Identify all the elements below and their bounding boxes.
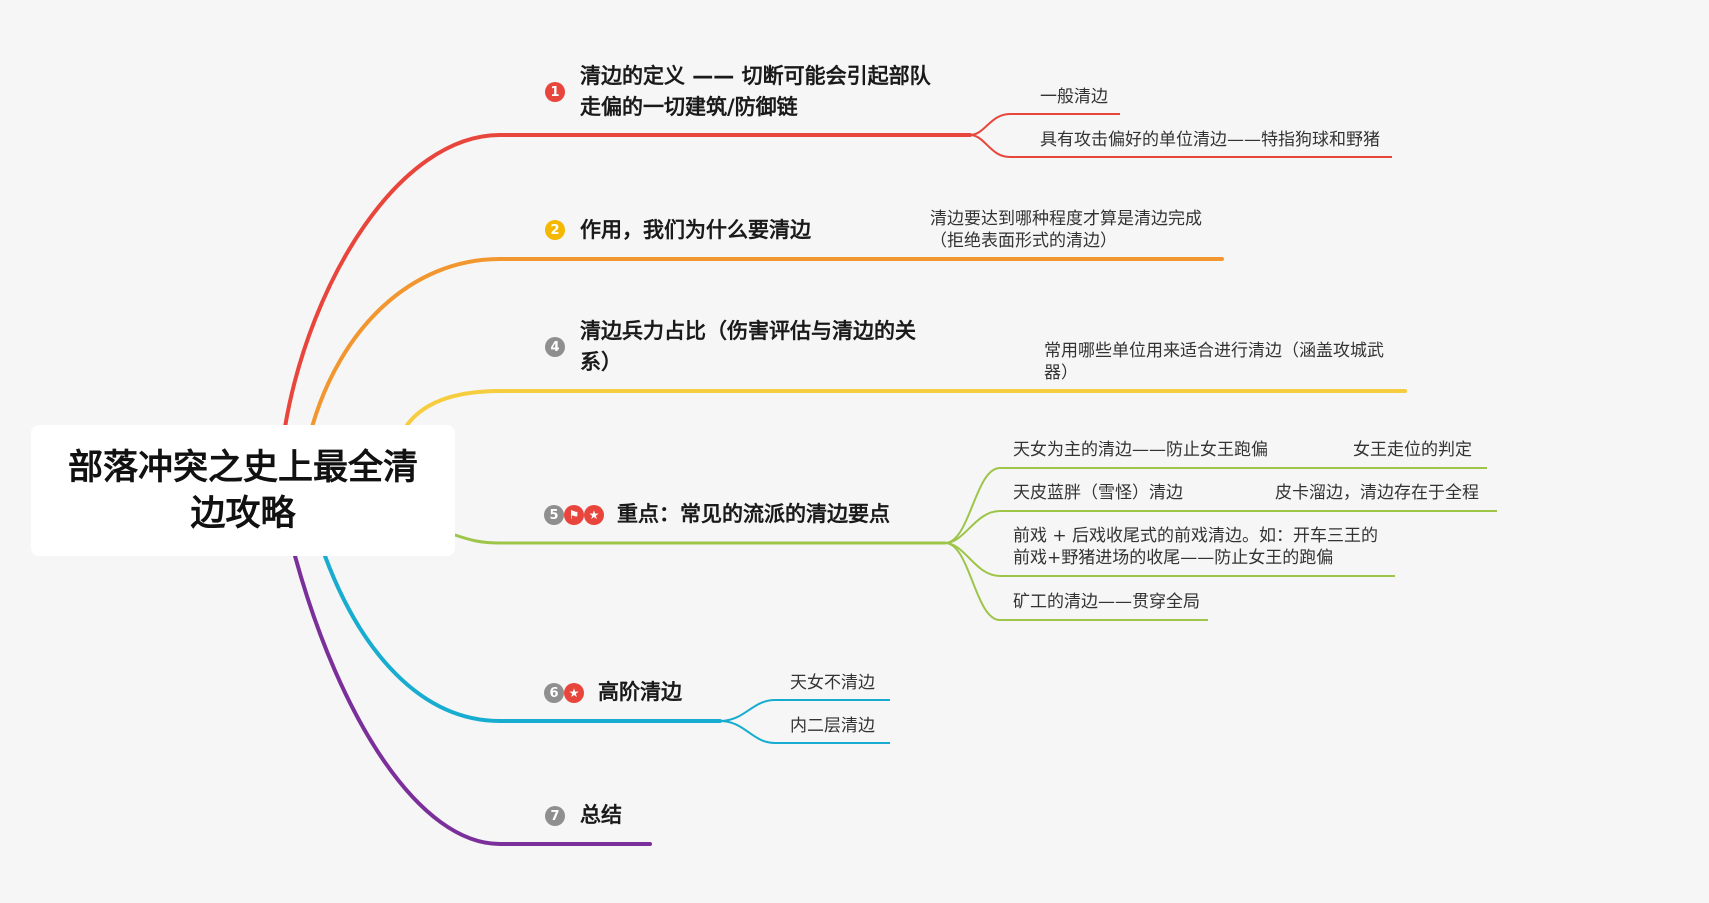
branch-5-child-1-sub[interactable]: 女王走位的判定 — [1353, 440, 1472, 460]
number-badge-4: 4 — [545, 337, 565, 357]
branch-6-child-1[interactable]: 天女不清边 — [790, 673, 875, 693]
branch-5-child-1[interactable]: 天女为主的清边——防止女王跑偏 — [1013, 440, 1268, 460]
branch-5-child-2[interactable]: 天皮蓝胖（雪怪）清边 — [1013, 483, 1183, 503]
branch-5-title[interactable]: 重点：常见的流派的清边要点 — [617, 502, 890, 526]
branch-4-child-1-line1: 常用哪些单位用来适合进行清边（涵盖攻城武 — [1044, 341, 1384, 361]
branch-2-connector — [310, 257, 1224, 429]
branch-5-child-2-connector — [944, 510, 1497, 544]
branch-4-title[interactable]: 清边兵力占比（伤害评估与清边的关 系） — [580, 316, 916, 378]
branch-5-connector — [453, 533, 947, 545]
branch-4-title-line2: 系） — [580, 350, 622, 374]
flag-icon: ⚑ — [564, 505, 584, 525]
branch-1-title[interactable]: 清边的定义 —— 切断可能会引起部队 走偏的一切建筑/防御链 — [580, 61, 931, 123]
root-title-line1: 部落冲突之史上最全清 — [67, 447, 418, 488]
branch-4-title-line1: 清边兵力占比（伤害评估与清边的关 — [580, 319, 916, 343]
branch-6-child-1-connector — [719, 699, 890, 722]
branch-4-connector — [403, 389, 1407, 430]
number-badge-5: 5 — [544, 505, 564, 525]
branch-6-child-2-connector — [719, 720, 890, 744]
branch-6-connector — [323, 554, 722, 723]
number-badge-7: 7 — [545, 806, 565, 826]
branch-7-connector — [293, 554, 652, 846]
branch-1-title-line1: 清边的定义 —— 切断可能会引起部队 — [580, 64, 931, 88]
branch-5-child-3-line1: 前戏 + 后戏收尾式的前戏清边。如：开车三王的 — [1013, 526, 1379, 546]
branch-5-child-1-connector — [944, 467, 1487, 544]
branch-2-child-1[interactable]: 清边要达到哪种程度才算是清边完成 （拒绝表面形式的清边） — [930, 208, 1202, 252]
branch-1-child-1-connector — [969, 113, 1120, 136]
branch-5-child-4[interactable]: 矿工的清边——贯穿全局 — [1013, 592, 1200, 612]
branch-2-child-1-line2: （拒绝表面形式的清边） — [930, 231, 1117, 251]
branch-5-child-3[interactable]: 前戏 + 后戏收尾式的前戏清边。如：开车三王的 前戏+野猪进场的收尾——防止女王… — [1013, 525, 1378, 569]
branch-1-child-1[interactable]: 一般清边 — [1040, 87, 1108, 107]
branch-6-title[interactable]: 高阶清边 — [598, 680, 682, 704]
number-badge-2: 2 — [545, 220, 565, 240]
branch-1-connector — [283, 133, 972, 429]
root-title-line2: 边攻略 — [190, 493, 296, 534]
branch-5-child-3-line2: 前戏+野猪进场的收尾——防止女王的跑偏 — [1013, 548, 1334, 568]
branch-2-title[interactable]: 作用，我们为什么要清边 — [580, 218, 811, 242]
branch-7-title[interactable]: 总结 — [580, 803, 622, 827]
branch-6-child-2[interactable]: 内二层清边 — [790, 716, 875, 736]
branch-4-child-1[interactable]: 常用哪些单位用来适合进行清边（涵盖攻城武 器） — [1044, 340, 1384, 384]
branch-4-child-1-line2: 器） — [1044, 363, 1078, 383]
star-icon: ★ — [584, 505, 604, 525]
number-badge-1: 1 — [545, 82, 565, 102]
branch-5-child-2-sub[interactable]: 皮卡溜边，清边存在于全程 — [1275, 483, 1479, 503]
star-icon: ★ — [564, 683, 584, 703]
branch-1-child-2[interactable]: 具有攻击偏好的单位清边——特指狗球和野猪 — [1040, 130, 1380, 150]
branch-1-child-2-connector — [969, 134, 1392, 158]
branch-5-child-4-connector — [944, 542, 1208, 621]
branch-1-title-line2: 走偏的一切建筑/防御链 — [580, 95, 798, 119]
root-node[interactable]: 部落冲突之史上最全清 边攻略 — [31, 425, 455, 556]
branch-2-child-1-line1: 清边要达到哪种程度才算是清边完成 — [930, 209, 1202, 229]
number-badge-6: 6 — [544, 683, 564, 703]
